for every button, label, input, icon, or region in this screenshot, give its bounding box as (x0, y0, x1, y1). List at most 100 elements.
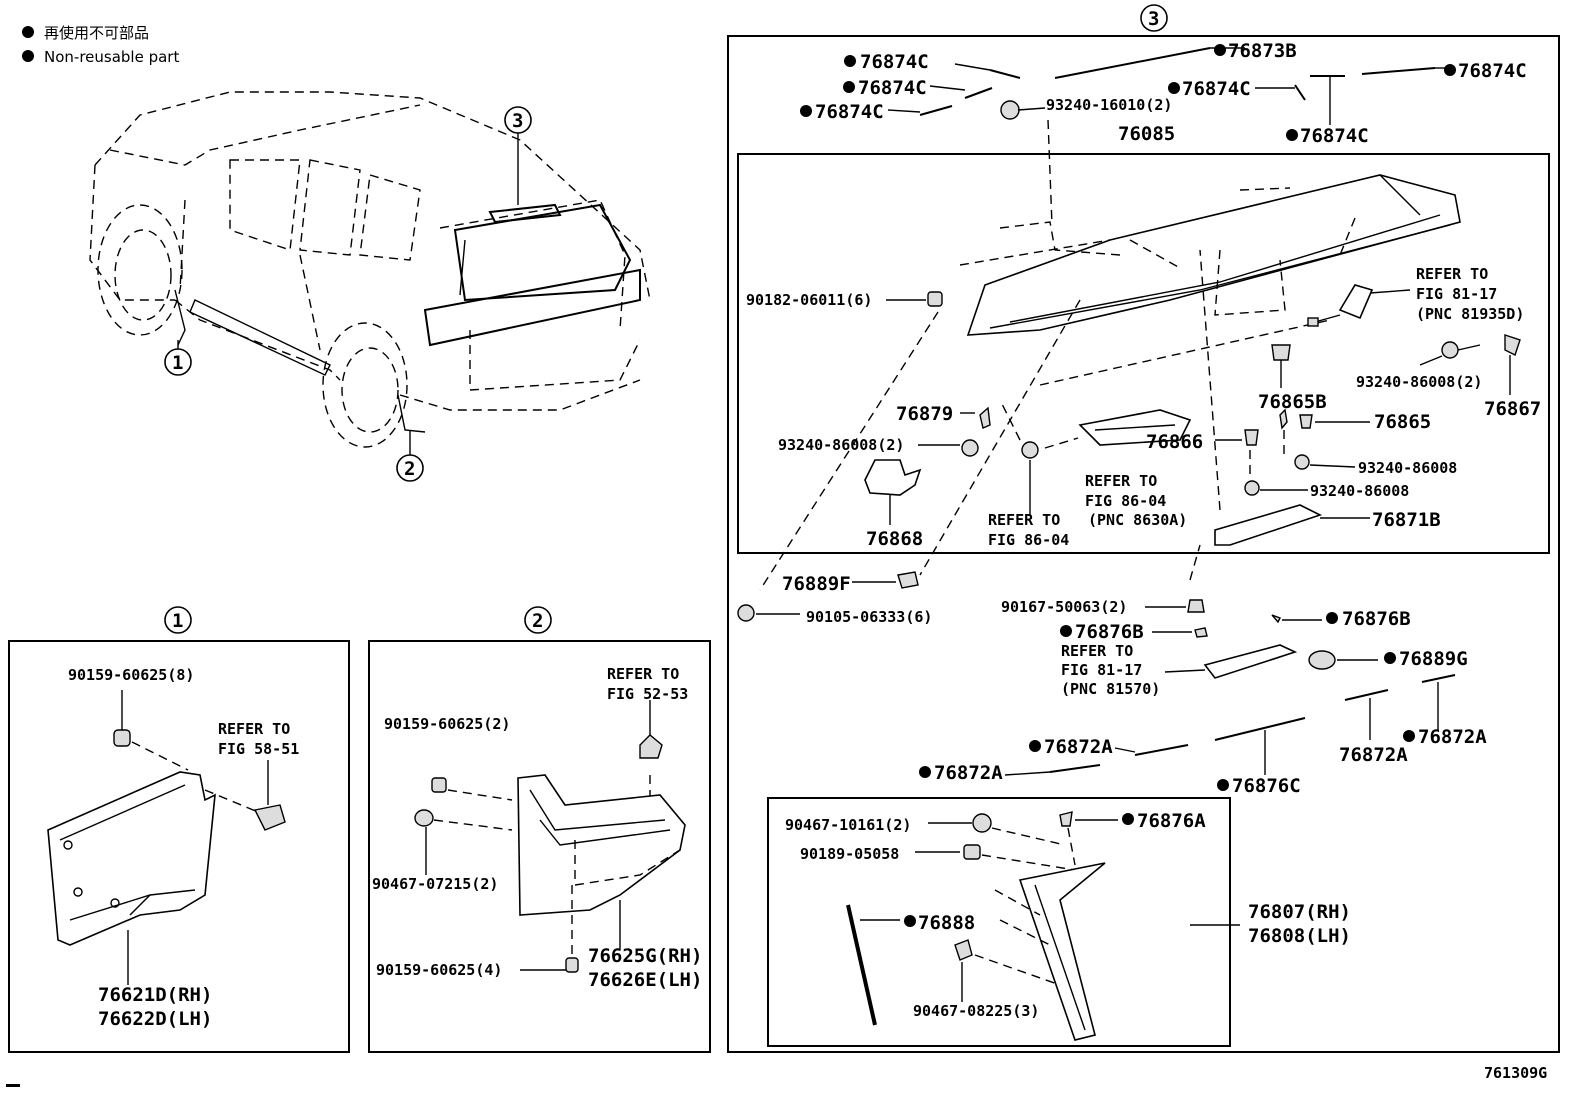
legend: 再使用不可部品 Non-reusable part (22, 24, 179, 66)
non-reusable-bullet-icon (22, 50, 34, 62)
garnish-icon (1214, 504, 1323, 546)
non-reusable-bullet-icon (1122, 813, 1134, 825)
svg-text:3: 3 (512, 110, 523, 132)
part-76874c-3: 76874C (815, 101, 884, 123)
part-76874c-6: 76874C (1300, 125, 1369, 147)
legend-english: Non-reusable part (44, 48, 179, 66)
bolt-icon (1294, 454, 1310, 470)
non-reusable-bullet-icon (904, 915, 916, 927)
section-3-header: 3 (1140, 4, 1168, 32)
part-90105-06333-6: 90105-06333(6) (806, 608, 932, 626)
figure-id: 761309G (1484, 1064, 1547, 1082)
part-90467-07215-2: 90467-07215(2) (372, 875, 498, 893)
refer-fig-86-04-b-line1: REFER TO (988, 511, 1060, 529)
callout-3: 3 (504, 106, 532, 134)
bracket-icon (864, 459, 922, 496)
part-76866: 76866 (1146, 431, 1203, 453)
bolt-icon (565, 957, 579, 973)
bolt-icon (431, 777, 447, 793)
lower-markers (919, 612, 1415, 791)
part-76865: 76865 (1374, 411, 1431, 433)
part-93240-86008-b: 93240-86008 (1310, 482, 1409, 500)
part-76085: 76085 (1118, 123, 1175, 145)
part-76626e-lh: 76626E(LH) (588, 969, 702, 991)
section-2-header: 2 (524, 606, 552, 634)
section-1-frame (8, 640, 350, 1053)
part-76889f: 76889F (782, 573, 851, 595)
clip-icon (414, 809, 434, 827)
non-reusable-markers (800, 44, 1456, 141)
svg-text:3: 3 (1148, 8, 1159, 30)
bolt-icon (1244, 480, 1260, 496)
part-76873b: 76873B (1228, 40, 1297, 62)
spoiler-subassembly-frame (737, 153, 1550, 554)
part-76871b: 76871B (1372, 509, 1441, 531)
crop-mark (6, 1084, 20, 1087)
mud-guard-icon (47, 771, 216, 946)
quarter-garnish-icon (1018, 862, 1106, 1041)
part-93240-16010-2: 93240-16010(2) (1046, 96, 1172, 114)
part-90167-50063-2: 90167-50063(2) (1001, 598, 1127, 616)
bolt-icon (1187, 599, 1205, 613)
part-76876b-right: 76876B (1342, 608, 1411, 630)
clip-icon (954, 939, 973, 961)
part-76872a-right: 76872A (1418, 726, 1487, 748)
part-90159-60625-4: 90159-60625(4) (376, 961, 502, 979)
refer-fig-81-17-line3: (PNC 81935D) (1416, 305, 1524, 323)
part-93240-86008-2-left: 93240-86008(2) (778, 436, 904, 454)
refer-fig-86-04-b-line2: FIG 86-04 (988, 531, 1069, 549)
part-76876c: 76876C (1232, 775, 1301, 797)
section-2-frame (368, 640, 711, 1053)
center-brackets (864, 249, 1370, 581)
part-90189-05058: 90189-05058 (800, 845, 899, 863)
part-90467-08225-3: 90467-08225(3) (913, 1002, 1039, 1020)
part-76807-rh: 76807(RH) (1248, 901, 1351, 923)
part-76874c-1: 76874C (860, 51, 929, 73)
refer-fig-86-04-a-line1: REFER TO (1085, 472, 1157, 490)
part-76879: 76879 (896, 403, 953, 425)
nut-icon (927, 291, 943, 307)
part-90182-06011-6: 90182-06011(6) (746, 291, 872, 309)
part-76876b-left: 76876B (1075, 621, 1144, 643)
part-90159-60625-8: 90159-60625(8) (68, 666, 194, 684)
part-76622d-lh: 76622D(LH) (98, 1008, 212, 1030)
part-76808-lh: 76808(LH) (1248, 925, 1351, 947)
refer-fig-52-53-line2: FIG 52-53 (607, 685, 688, 703)
garnish-subassembly-drawing (846, 811, 1240, 1041)
part-90159-60625-2: 90159-60625(2) (384, 715, 510, 733)
part-93240-86008-2-right: 93240-86008(2) (1356, 373, 1482, 391)
license-lamp-icon (1203, 644, 1298, 679)
bolt-icon (1000, 100, 1020, 120)
svg-text:1: 1 (172, 352, 183, 374)
part-76625g-rh: 76625G(RH) (588, 945, 702, 967)
section-1-header: 1 (164, 606, 192, 634)
lamp-connector (1307, 284, 1411, 327)
refer-fig-86-04-a-line2: FIG 86-04 (1085, 492, 1166, 510)
part-76889g: 76889G (1399, 648, 1468, 670)
vehicle-overview-illustration (89, 91, 651, 455)
section-1-drawing (47, 690, 286, 985)
mud-flap-icon (517, 774, 686, 916)
part-76865b: 76865B (1258, 391, 1327, 413)
section-3-top-moldings (887, 47, 1445, 226)
refer-fig-58-51-line1: REFER TO (218, 720, 290, 738)
section-2-drawing (414, 700, 686, 973)
svg-text:2: 2 (532, 610, 543, 632)
legend-japanese: 再使用不可部品 (44, 24, 149, 42)
bolt-icon (113, 729, 131, 747)
refer-fig-81-17-line1: REFER TO (1416, 265, 1488, 283)
refer-fig-81-17-b-line2: FIG 81-17 (1061, 661, 1142, 679)
svg-text:2: 2 (404, 458, 415, 480)
nut-90182-06011 (759, 291, 1081, 591)
non-reusable-bullet-icon (22, 26, 34, 38)
grommet-icon (1308, 650, 1336, 670)
part-76874c-5: 76874C (1458, 60, 1527, 82)
clip-icon (253, 804, 286, 831)
part-76621d-rh: 76621D(RH) (98, 984, 212, 1006)
part-76872a-mid: 76872A (1044, 736, 1113, 758)
svg-text:1: 1 (172, 610, 183, 632)
refer-fig-86-04-a-line3: (PNC 8630A) (1088, 511, 1187, 529)
lower-fasteners (737, 571, 1456, 776)
refer-fig-81-17-b-line1: REFER TO (1061, 642, 1133, 660)
rear-spoiler-illustration (959, 174, 1461, 386)
